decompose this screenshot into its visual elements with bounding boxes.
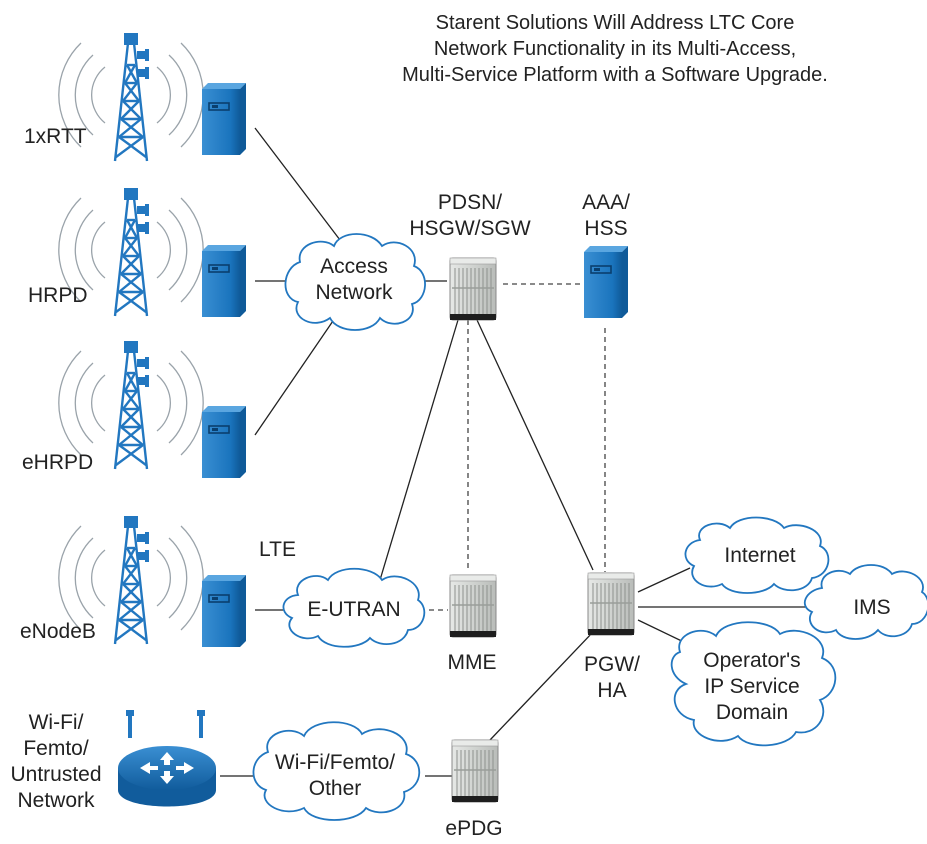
label-internet: Internet [724, 544, 796, 567]
base-station-icon [201, 82, 247, 156]
label-hrpd: HRPD [28, 284, 88, 307]
link-epdg-pgw [489, 631, 594, 741]
link-ehrpd-access [254, 317, 336, 436]
label-aaa-hss: AAA/ HSS [570, 190, 642, 242]
link-pdsn-pgw [476, 319, 594, 571]
label-line: Network [17, 789, 95, 812]
label-enodeb: eNodeB [20, 620, 96, 643]
label-line: Untrusted [10, 763, 102, 786]
label-line: Other [308, 777, 362, 800]
eutran-cloud-icon [282, 567, 426, 648]
label-lte: LTE [259, 538, 296, 561]
label-ims: IMS [853, 596, 891, 619]
label-1xrtt: 1xRTT [24, 125, 87, 148]
label-wifi-femto-other: Wi-Fi/Femto/ Other [258, 750, 412, 802]
base-station-icon [201, 574, 247, 648]
label-operator-domain: Operator's IP Service Domain [690, 648, 814, 726]
label-line: IP Service [704, 675, 800, 698]
label-line: Wi-Fi/Femto/ [274, 751, 396, 774]
operator-domain-cloud-icon [670, 621, 837, 747]
label-line: Network [315, 281, 393, 304]
epdg-chassis-icon [451, 739, 499, 803]
base-station-icon [201, 244, 247, 318]
label-line: Femto/ [23, 737, 89, 760]
title-line: Starent Solutions Will Address LTC Core [435, 12, 795, 34]
label-line: HSGW/SGW [409, 217, 531, 240]
link-1xrtt-access [254, 127, 341, 241]
title-line: Multi-Service Platform with a Software U… [402, 64, 828, 86]
label-untrusted-network: Wi-Fi/ Femto/ Untrusted Network [0, 710, 112, 814]
wifi-other-cloud-icon [252, 721, 421, 821]
label-pgw-ha: PGW/ HA [576, 652, 648, 704]
label-eutran: E-UTRAN [307, 598, 401, 621]
link-pgw-internet [637, 567, 691, 593]
label-line: PGW/ [584, 653, 640, 676]
clouds [252, 233, 927, 821]
ims-cloud-icon [803, 564, 927, 640]
mme-chassis-icon [449, 574, 497, 638]
label-line: Wi-Fi/ [28, 711, 84, 734]
router-icon [118, 710, 216, 807]
internet-cloud-icon [684, 516, 830, 594]
label-pdsn-hsgw-sgw: PDSN/ HSGW/SGW [408, 190, 532, 242]
aaa-server-icon [583, 245, 629, 319]
label-line: HSS [584, 217, 628, 240]
label-line: Operator's [703, 649, 801, 672]
label-ehrpd: eHRPD [22, 451, 94, 474]
label-line: Access [320, 255, 388, 278]
label-line: PDSN/ [437, 191, 503, 214]
pgw-chassis-icon [587, 572, 635, 636]
base-station-icon [201, 405, 247, 479]
pdsn-chassis-icon [449, 257, 497, 321]
label-access-network: Access Network [306, 254, 402, 306]
label-line: AAA/ [582, 191, 630, 214]
title-line: Network Functionality in its Multi-Acces… [433, 38, 797, 60]
label-mme: MME [447, 651, 497, 674]
label-epdg: ePDG [445, 817, 503, 840]
label-line: Domain [715, 701, 789, 724]
dashed-links [420, 283, 606, 611]
access-network-cloud-icon [284, 233, 426, 331]
label-line: HA [597, 679, 627, 702]
diagram-title: Starent Solutions Will Address LTC Core … [340, 10, 890, 88]
link-eutran-pdsn [379, 319, 459, 581]
